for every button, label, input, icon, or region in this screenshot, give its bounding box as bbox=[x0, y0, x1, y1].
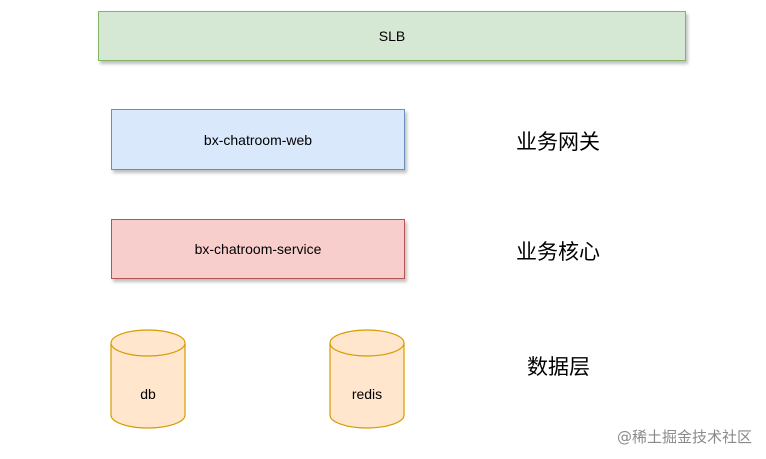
layer-label-data: 数据层 bbox=[527, 355, 590, 379]
db-cylinder bbox=[110, 329, 186, 429]
redis-label: redis bbox=[351, 386, 383, 402]
layer-label-gateway: 业务网关 bbox=[516, 130, 600, 154]
watermark: @稀土掘金技术社区 bbox=[616, 428, 752, 446]
layer-label-core: 业务核心 bbox=[516, 240, 600, 264]
db-label: db bbox=[140, 386, 156, 402]
redis-cylinder bbox=[329, 329, 405, 429]
chatroom-web-label: bx-chatroom-web bbox=[203, 131, 313, 148]
chatroom-web-node: bx-chatroom-web bbox=[111, 109, 405, 170]
slb-node: SLB bbox=[98, 11, 686, 61]
chatroom-service-node: bx-chatroom-service bbox=[111, 219, 405, 279]
chatroom-service-label: bx-chatroom-service bbox=[194, 241, 322, 257]
slb-label: SLB bbox=[378, 28, 406, 44]
